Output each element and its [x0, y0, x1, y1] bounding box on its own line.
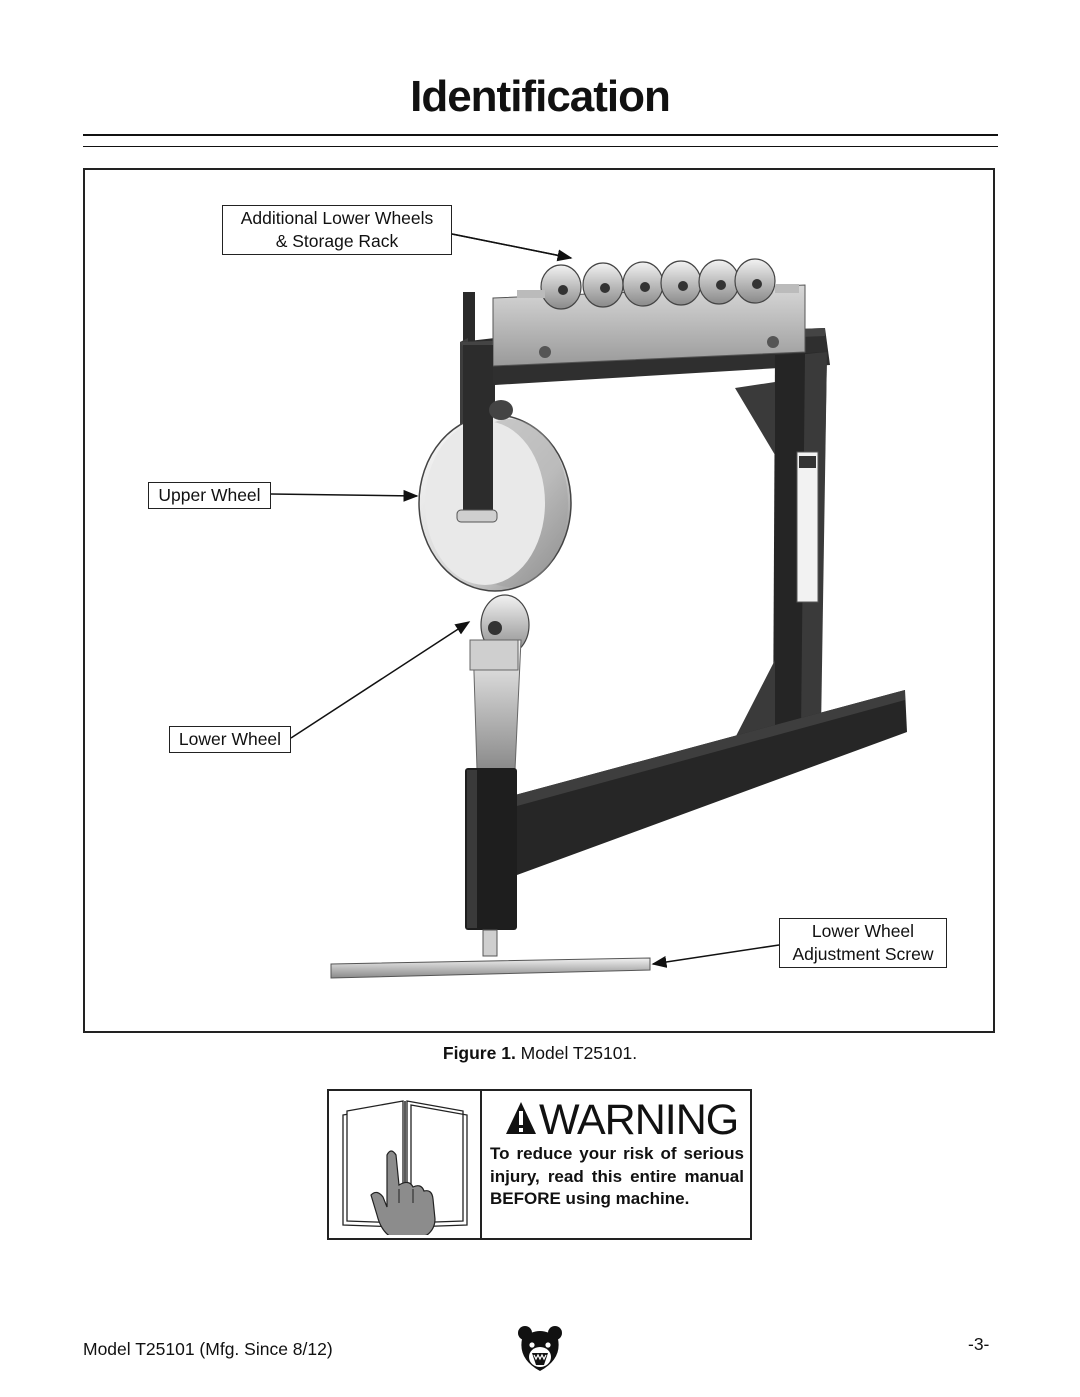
warning-message: To reduce your risk of serious injury, r… — [490, 1144, 744, 1208]
callout-adjustment-screw: Lower Wheel Adjustment Screw — [779, 918, 947, 968]
figure-caption: Figure 1. Model T25101. — [0, 1043, 1080, 1064]
callout-lower-wheel: Lower Wheel — [169, 726, 291, 753]
title-rule-top — [83, 134, 998, 136]
warning-triangle-icon — [506, 1102, 536, 1134]
callout-upper-wheel: Upper Wheel — [148, 482, 271, 509]
page-title: Identification — [410, 72, 671, 121]
manual-reading-icon — [342, 1100, 468, 1235]
callout-adjustment-line1: Lower Wheel — [811, 921, 915, 941]
page-number: -3- — [968, 1334, 990, 1354]
warning-box: WARNING To reduce your risk of serious i… — [327, 1089, 752, 1240]
callout-adjustment-line2: Adjustment Screw — [792, 944, 934, 964]
callout-storage-rack-line1: Additional Lower Wheels — [240, 208, 434, 228]
warning-heading-text: WARNING — [539, 1096, 739, 1144]
figure-caption-label: Figure 1. — [442, 1043, 516, 1063]
figure-frame: Additional Lower Wheels & Storage Rack U… — [83, 168, 995, 1033]
grizzly-bear-logo — [518, 1326, 562, 1371]
title-rule-bottom — [83, 146, 998, 147]
machine-illustration — [270, 233, 907, 979]
warning-divider — [480, 1091, 482, 1238]
callout-storage-rack: Additional Lower Wheels & Storage Rack — [222, 205, 452, 255]
callout-storage-rack-line2: & Storage Rack — [275, 231, 399, 251]
figure-caption-text: Model T25101. — [515, 1043, 638, 1063]
footer-model: Model T25101 (Mfg. Since 8/12) — [83, 1339, 333, 1359]
warning-heading: WARNING — [505, 1096, 739, 1144]
